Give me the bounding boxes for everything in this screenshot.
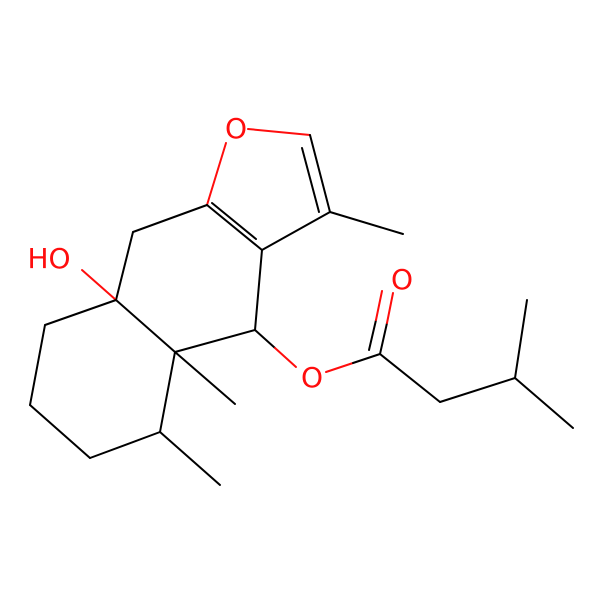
bond-ch2-ch <box>439 377 516 403</box>
bond-ch-methyl-up <box>514 299 528 379</box>
bond-c4a-c4 <box>174 329 256 353</box>
bond-esterO-carbonylC-c <box>352 353 381 364</box>
hydroxyl-label: HO <box>27 242 70 275</box>
bond-c5-c4a <box>159 351 176 433</box>
bond-c7a-c8 <box>132 204 208 233</box>
bond-c7b-c6b <box>29 404 91 459</box>
bond-ch-methyl-down <box>514 377 574 429</box>
bond-c4-esterO-c <box>254 329 276 349</box>
bond-c3a-c7a <box>206 204 263 251</box>
furan-oxygen-label: O <box>225 112 247 145</box>
bond-c5-methyl <box>159 431 221 486</box>
bond-carbonyl2-o <box>375 290 383 321</box>
bond-c4-esterO-o <box>274 347 297 368</box>
bond-esterO-carbonylC-o <box>325 362 354 373</box>
bond-furanO-c2 <box>247 128 311 136</box>
bond-c8b-c7b <box>29 324 46 406</box>
bond-c2-c3-double <box>301 147 320 213</box>
bond-c8a-oh <box>81 269 117 301</box>
carbonyl-oxygen-label: O <box>391 263 413 296</box>
bond-c4a-methyl <box>174 351 236 405</box>
bond-c3-c3a <box>261 211 331 251</box>
bond-c8a-c8b <box>44 299 117 326</box>
bond-c3-methyl <box>329 211 404 235</box>
bond-carbonyl-c <box>379 322 388 355</box>
bond-c6b-c5 <box>89 431 161 459</box>
bond-c4-c3a <box>254 249 263 331</box>
bond-furanO-c7a <box>206 142 227 206</box>
bond-c2-c3 <box>309 134 331 213</box>
bond-c8-c8a <box>115 231 134 301</box>
ester-oxygen-label: O <box>301 361 323 394</box>
bond-carbonyl-o <box>386 292 394 324</box>
bond-carbonyl2-c <box>368 319 377 351</box>
bond-c3a-c7a-double <box>211 202 257 240</box>
bond-carbonylC-ch2 <box>379 353 441 403</box>
bond-c8a-c4a <box>115 299 176 353</box>
